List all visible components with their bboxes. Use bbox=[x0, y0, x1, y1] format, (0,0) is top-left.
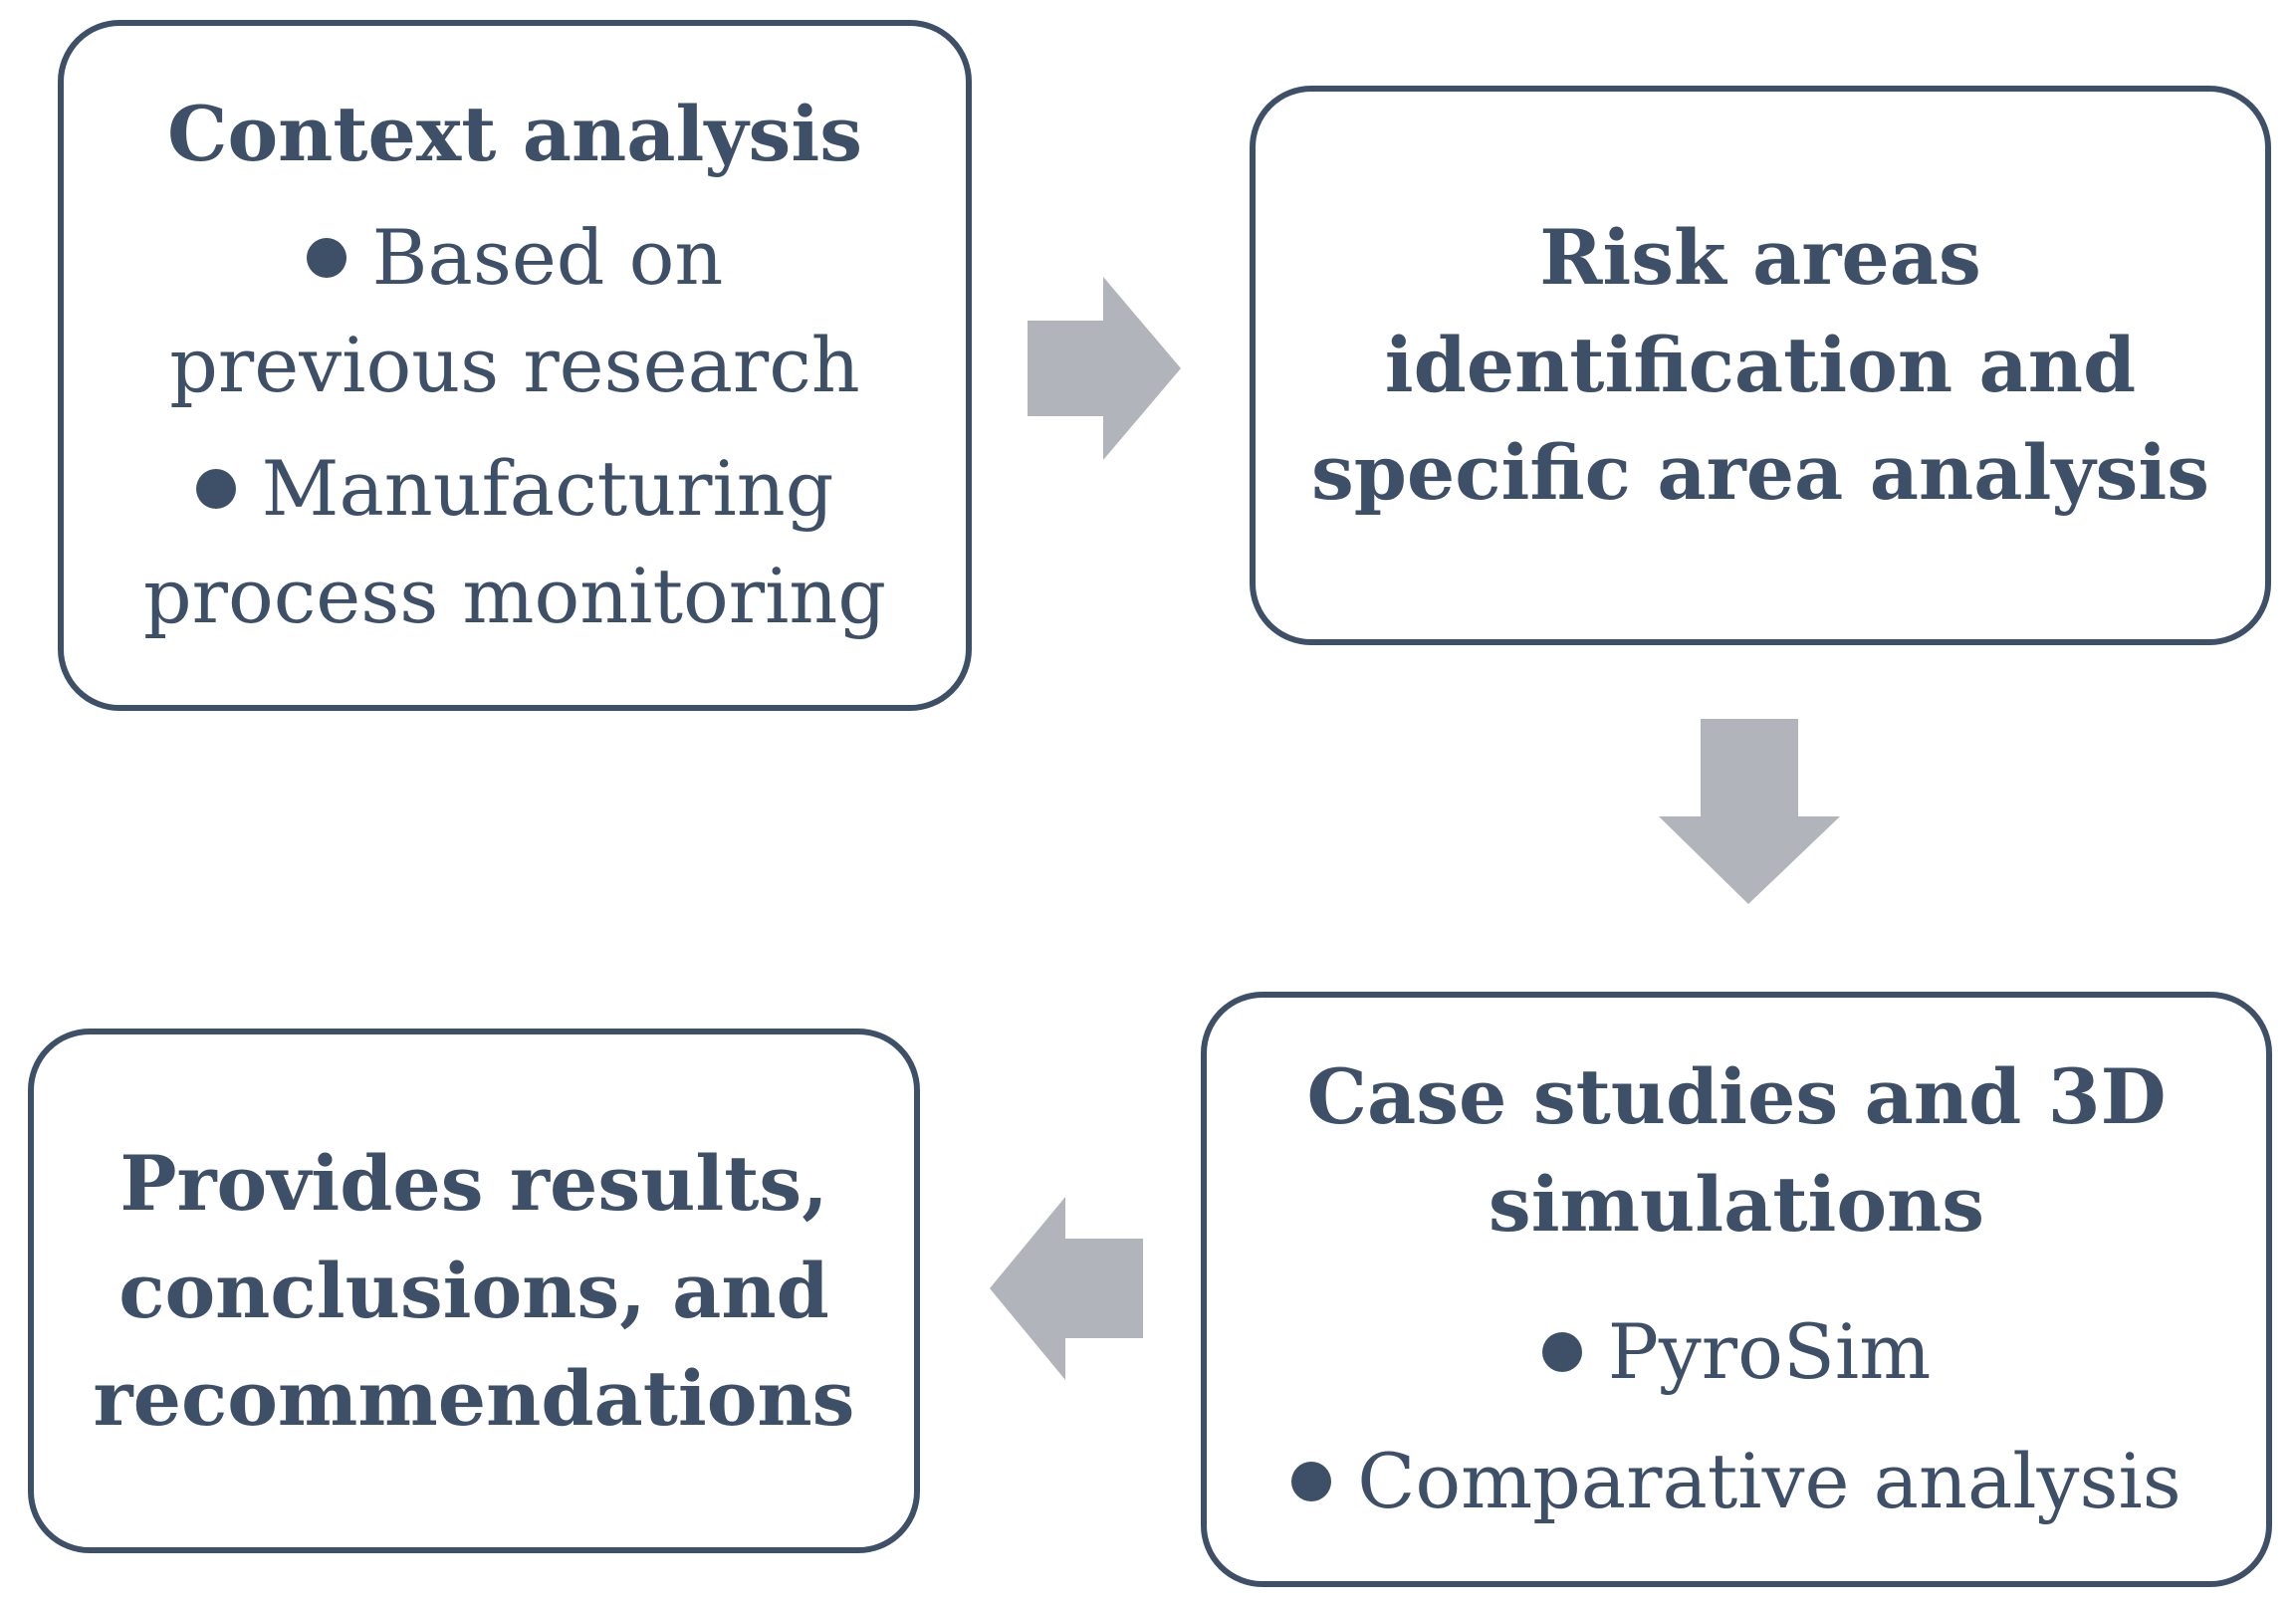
arrow-left-icon bbox=[990, 1197, 1143, 1380]
risk-areas-title-line: Risk areas bbox=[1539, 213, 1981, 302]
bullet-text: Comparative analysis bbox=[1357, 1437, 2181, 1525]
bullet-text: Manufacturing bbox=[261, 444, 834, 533]
results-title-line: conclusions, and bbox=[118, 1246, 829, 1335]
risk-areas-title-line: identification and bbox=[1384, 321, 2137, 409]
arrow-down-shape bbox=[1659, 719, 1840, 904]
bullet-dot-icon bbox=[306, 238, 346, 278]
bullet-text: PyroSim bbox=[1607, 1307, 1932, 1396]
arrow-right-shape bbox=[1028, 277, 1181, 460]
case-studies-box: Case studies and 3D simulations PyroSim … bbox=[1201, 992, 2272, 1587]
arrow-right-icon bbox=[1028, 277, 1181, 460]
bullet-continuation: process monitoring bbox=[142, 552, 887, 640]
bullet-text: Based on bbox=[371, 213, 724, 302]
risk-areas-title-line: specific area analysis bbox=[1311, 428, 2209, 517]
case-studies-title-line: simulations bbox=[1488, 1160, 1985, 1249]
arrow-down-icon bbox=[1659, 719, 1840, 904]
results-title-line: Provides results, bbox=[119, 1138, 828, 1228]
context-analysis-title: Context analysis bbox=[167, 90, 862, 178]
context-analysis-box: Context analysis Based on previous resea… bbox=[58, 20, 972, 711]
arrow-left-shape bbox=[990, 1197, 1143, 1380]
results-title-line: recommendations bbox=[93, 1353, 855, 1443]
results-box: Provides results, conclusions, and recom… bbox=[28, 1029, 920, 1553]
bullet-item: Comparative analysis bbox=[1291, 1428, 2181, 1535]
case-studies-title-line: Case studies and 3D bbox=[1306, 1052, 2167, 1141]
bullet-dot-icon bbox=[195, 469, 236, 509]
bullet-item: PyroSim bbox=[1541, 1298, 1932, 1406]
bullet-dot-icon bbox=[1291, 1462, 1332, 1501]
bullet-item: Manufacturing bbox=[195, 435, 834, 543]
bullet-dot-icon bbox=[1541, 1332, 1582, 1372]
risk-areas-box: Risk areas identification and specific a… bbox=[1250, 86, 2271, 645]
bullet-item: Based on bbox=[306, 204, 724, 312]
bullet-continuation: previous research bbox=[169, 321, 860, 409]
